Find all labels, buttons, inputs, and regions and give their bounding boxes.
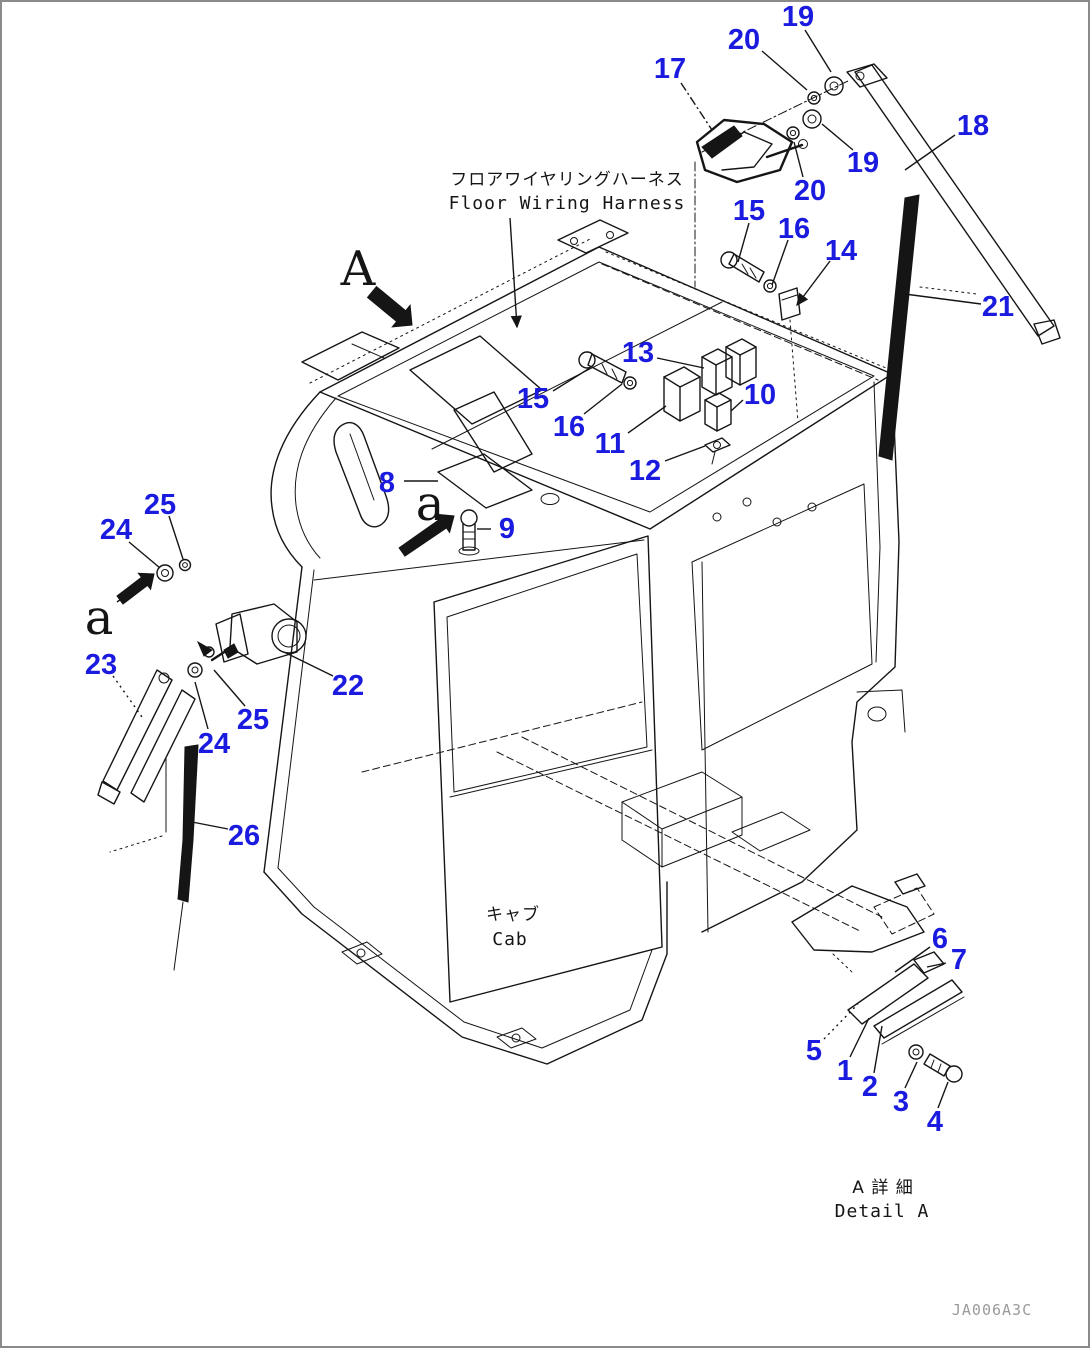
callout-13: 13	[622, 337, 654, 369]
cab-right-wall-drawing	[691, 373, 906, 933]
callout-16: 16	[553, 411, 585, 443]
leader-line-6	[737, 222, 750, 263]
leader-line-1	[761, 50, 808, 91]
leader-line-20	[112, 675, 143, 718]
top-rail-fasteners-drawing	[720, 251, 801, 321]
relay-group-drawing	[578, 338, 757, 465]
wiper-blade-left-drawing	[109, 744, 199, 971]
callout-7: 7	[951, 944, 967, 976]
cab-interior-drawing	[621, 161, 817, 868]
leader-line-3	[904, 134, 956, 171]
leader-line-7	[771, 239, 789, 286]
wiper-arm-left-drawing	[97, 669, 196, 805]
callout-15: 15	[517, 383, 549, 415]
leader-line-9	[896, 292, 982, 305]
callout-19: 19	[847, 147, 879, 179]
leader-line-14	[730, 399, 744, 412]
callout-4: 4	[927, 1106, 943, 1138]
leader-line-15	[664, 445, 706, 462]
leader-line-10	[656, 357, 705, 369]
callout-25: 25	[144, 489, 176, 521]
detail-a-drawing	[791, 873, 965, 1083]
leader-line-0	[804, 29, 832, 73]
view-letter-a: a	[85, 590, 114, 646]
part8-panel-drawing	[437, 453, 560, 509]
callout-20: 20	[794, 175, 826, 207]
harness-label-jp: フロアワイヤリングハーネス	[450, 170, 684, 190]
leader-line-29	[873, 1025, 883, 1074]
harness-label-en: Floor Wiring Harness	[449, 193, 686, 214]
leader-line-8	[796, 260, 831, 307]
callout-18: 18	[957, 110, 989, 142]
callout-8: 8	[379, 467, 395, 499]
callout-12: 12	[629, 455, 661, 487]
leader-line-19	[128, 541, 161, 569]
callout-16: 16	[778, 213, 810, 245]
leader-line-18	[168, 515, 184, 560]
callout-9: 9	[499, 513, 515, 545]
leader-line-30	[904, 1061, 918, 1089]
leader-line-31	[937, 1081, 949, 1109]
callout-25: 25	[237, 704, 269, 736]
detail-a-label-en: Detail A	[835, 1201, 930, 1222]
callout-17: 17	[654, 53, 686, 85]
callout-21: 21	[982, 291, 1014, 323]
view-a-arrow	[366, 285, 413, 328]
leader-line-24	[191, 821, 229, 830]
cab-label-jp: キャブ	[486, 904, 540, 925]
detail-a-label-jp: A 詳 細	[852, 1178, 913, 1198]
view-letter-a: a	[416, 476, 445, 532]
leader-line-25	[894, 946, 931, 973]
callout-10: 10	[744, 379, 776, 411]
drawing-number-watermark: JA006A3C	[952, 1301, 1032, 1319]
wiper-pivot-fasteners-drawing	[786, 63, 888, 140]
leader-lines	[112, 29, 982, 1109]
wiper-motor-left-drawing	[156, 558, 307, 678]
callout-1: 1	[837, 1055, 853, 1087]
callout-23: 23	[85, 649, 117, 681]
leader-line-33	[116, 581, 146, 603]
cab-label-en: Cab	[492, 929, 528, 950]
leader-line-13	[627, 405, 667, 434]
leader-line-28	[849, 1017, 870, 1058]
callout-24: 24	[198, 728, 230, 760]
callout-5: 5	[806, 1035, 822, 1067]
leader-line-21	[283, 651, 334, 677]
callout-22: 22	[332, 670, 364, 702]
leader-line-4	[821, 123, 854, 151]
callout-3: 3	[893, 1086, 909, 1118]
callout-11: 11	[595, 428, 626, 460]
callout-6: 6	[932, 923, 948, 955]
cab-left-pillar-drawing	[270, 391, 390, 568]
leader-line-12	[583, 383, 623, 415]
leader-line-2	[680, 82, 713, 131]
leader-line-11	[552, 367, 591, 392]
callout-26: 26	[228, 820, 260, 852]
callout-24: 24	[100, 514, 132, 546]
wiper-motor-right-drawing	[695, 79, 851, 184]
leader-line-22	[213, 669, 246, 707]
roof-harness-drawing	[409, 335, 543, 473]
callout-20: 20	[728, 24, 760, 56]
wiper-blade-right-drawing	[878, 194, 978, 461]
leader-line-27	[823, 1003, 859, 1040]
callout-15: 15	[733, 195, 765, 227]
cab-base-drawing	[263, 701, 883, 1065]
leader-line-23	[194, 681, 209, 730]
wiper-arm-right-drawing	[854, 64, 1061, 345]
leader-line-32	[509, 217, 522, 329]
leader-line-5	[793, 141, 804, 178]
callout-2: 2	[862, 1071, 878, 1103]
callout-14: 14	[825, 235, 857, 267]
cab-door-drawing	[263, 535, 663, 1003]
view-letter-A: A	[340, 241, 377, 297]
leader-line-34	[401, 531, 433, 553]
callout-19: 19	[782, 2, 814, 33]
part9-bolt-drawing	[458, 509, 480, 556]
leader-line-26	[926, 962, 947, 968]
